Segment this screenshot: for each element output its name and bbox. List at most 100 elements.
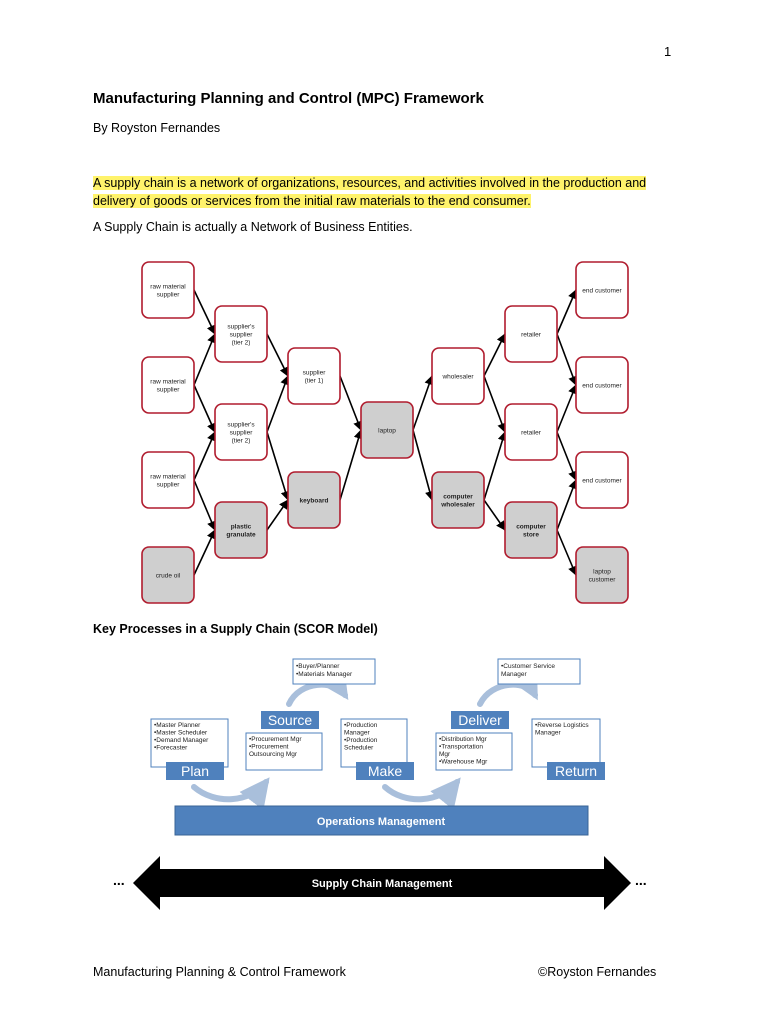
node-label: keyboard [300, 498, 329, 505]
role-box-csm: •Customer Service Manager [497, 658, 581, 685]
stage-plan: •Master Planner•Master Scheduler•Demand … [150, 718, 229, 780]
node-label: computer [443, 494, 473, 501]
stage-role: •Master Scheduler [154, 730, 208, 737]
stage-label: Return [555, 763, 597, 779]
stage-role: •Warehouse Mgr [439, 759, 488, 766]
stage-role: •Distribution Mgr [439, 736, 488, 743]
scor-title: Key Processes in a Supply Chain (SCOR Mo… [93, 622, 378, 636]
node-label: store [523, 532, 539, 539]
stage-role: •Demand Manager [154, 737, 209, 744]
node-label: laptop [593, 569, 611, 576]
node-label: (tier 1) [305, 378, 324, 385]
flow-arrow [556, 479, 578, 531]
node-ec2: end customer [575, 356, 629, 414]
flow-arrow [193, 431, 216, 481]
node-label: end customer [582, 478, 622, 485]
stage-deliver: •Distribution Mgr•Transportation Mgr•War… [435, 711, 513, 771]
process-flow-arrow [191, 777, 270, 811]
node-label: plastic [231, 524, 252, 531]
supply-chain-management-arrow: Supply Chain Management...... [113, 856, 647, 910]
node-ret2: retailer [504, 403, 558, 461]
node-ret1: retailer [504, 305, 558, 363]
stage-make: •Production Manager•Production Scheduler… [340, 718, 414, 780]
node-label: supplier [230, 332, 254, 339]
document-title: Manufacturing Planning and Control (MPC)… [93, 90, 484, 107]
role-box-buyer: •Buyer/Planner•Materials Manager [292, 658, 376, 685]
node-wholesaler: wholesaler [431, 347, 485, 405]
flow-arrow [483, 375, 507, 433]
node-laptop: laptop [360, 401, 414, 459]
node-label: (tier 2) [232, 340, 251, 347]
flow-arrow [339, 375, 363, 431]
node-label: raw material [150, 379, 186, 386]
stage-role: •Production [344, 737, 378, 744]
flow-arrow [556, 384, 578, 433]
flow-arrow [556, 529, 578, 576]
flow-arrow [266, 333, 289, 377]
node-label: granulate [226, 532, 256, 539]
node-label: supplier's [227, 422, 255, 429]
flow-arrow [193, 529, 216, 576]
node-label: supplier [230, 430, 254, 437]
process-flow-arrow [286, 666, 349, 707]
node-label: wholesaler [441, 374, 474, 381]
page-number: 1 [664, 44, 672, 59]
process-flow-arrow [477, 666, 538, 707]
flow-arrow [556, 431, 578, 481]
stage-role: •Transportation [439, 744, 483, 751]
flow-arrow [193, 333, 217, 386]
node-label: retailer [521, 430, 542, 437]
flow-arrow [556, 333, 578, 386]
flow-arrow [339, 429, 364, 501]
footer-left: Manufacturing Planning & Control Framewo… [93, 965, 346, 979]
flow-arrow [412, 429, 435, 501]
node-ec3: end customer [575, 451, 629, 509]
flow-arrow [483, 499, 506, 531]
stage-label: Plan [181, 763, 209, 779]
stage-role: •Forecaster [154, 745, 188, 752]
node-label: supplier [157, 292, 181, 299]
node-label: laptop [378, 428, 396, 435]
stage-label: Source [268, 712, 313, 728]
author-line: By Royston Fernandes [93, 121, 221, 135]
flow-arrow [412, 375, 434, 431]
ellipsis-right: ... [635, 872, 647, 888]
flow-arrow [266, 499, 289, 531]
stage-role: •Reverse Logistics [535, 722, 589, 729]
stage-role: •Procurement [249, 744, 289, 751]
node-label: customer [589, 577, 617, 584]
intro-text: A Supply Chain is actually a Network of … [93, 220, 413, 234]
node-keyboard: keyboard [287, 471, 341, 529]
node-label: retailer [521, 332, 542, 339]
flow-arrow [266, 375, 290, 433]
flow-arrow [483, 431, 508, 501]
node-label: raw material [150, 474, 186, 481]
operations-label: Operations Management [317, 816, 446, 828]
node-label: computer [516, 524, 546, 531]
stage-role: Scheduler [344, 745, 374, 752]
footer-right: ©Royston Fernandes [538, 965, 657, 979]
node-sup1: supplier(tier 1) [287, 347, 341, 405]
scm-label: Supply Chain Management [312, 878, 453, 890]
ellipsis-left: ... [113, 872, 125, 888]
node-label: raw material [150, 284, 186, 291]
flow-arrow [266, 431, 291, 501]
stage-role: •Master Planner [154, 722, 201, 729]
node-label: crude oil [156, 573, 181, 580]
flow-arrow [193, 384, 216, 433]
process-flow-arrow [382, 777, 461, 811]
role-text: •Buyer/Planner [296, 663, 340, 670]
stage-role: Manager [535, 730, 561, 737]
stage-role: Manager [344, 730, 370, 737]
flow-arrow [193, 289, 216, 335]
stage-source: •Procurement Mgr•Procurement Outsourcing… [245, 711, 323, 771]
